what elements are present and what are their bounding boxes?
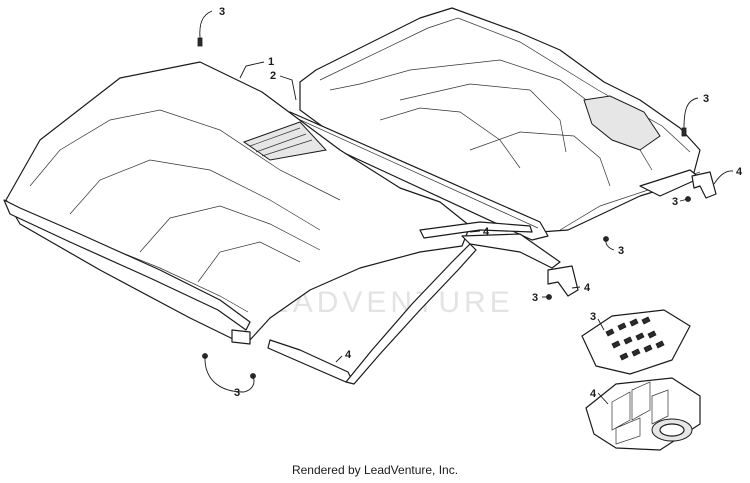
leader-lines (199, 10, 734, 405)
callouts: 3 1 2 3 4 3 4 3 4 3 3 4 3 4 (219, 6, 743, 400)
callout-1: 1 (268, 56, 274, 68)
brackets (547, 171, 717, 297)
callout-4-bracket-center: 4 (584, 282, 591, 294)
callout-2: 2 (270, 70, 276, 82)
callout-3-hardware-kit: 3 (590, 311, 596, 323)
hardware-kit-bag (581, 309, 691, 375)
main-roof-panel (3, 61, 471, 345)
callout-4-seal-center: 4 (483, 226, 490, 238)
callout-4-seal-front: 4 (345, 349, 352, 361)
callout-3-bracket-right: 3 (672, 196, 678, 208)
callout-3-top: 3 (219, 6, 225, 18)
seal-kit-bag (585, 377, 701, 451)
seal-strips (267, 221, 561, 385)
callout-3-bracket-center: 3 (532, 292, 538, 304)
callout-3-right: 3 (703, 93, 709, 105)
callout-4-right: 4 (736, 166, 743, 178)
callout-4-seal-kit: 4 (590, 388, 597, 400)
callout-3-center-right: 3 (618, 245, 624, 257)
rear-roof-panel (285, 7, 701, 241)
footer-credit: Rendered by LeadVenture, Inc. (291, 463, 459, 477)
callout-3-front-left: 3 (234, 387, 240, 399)
